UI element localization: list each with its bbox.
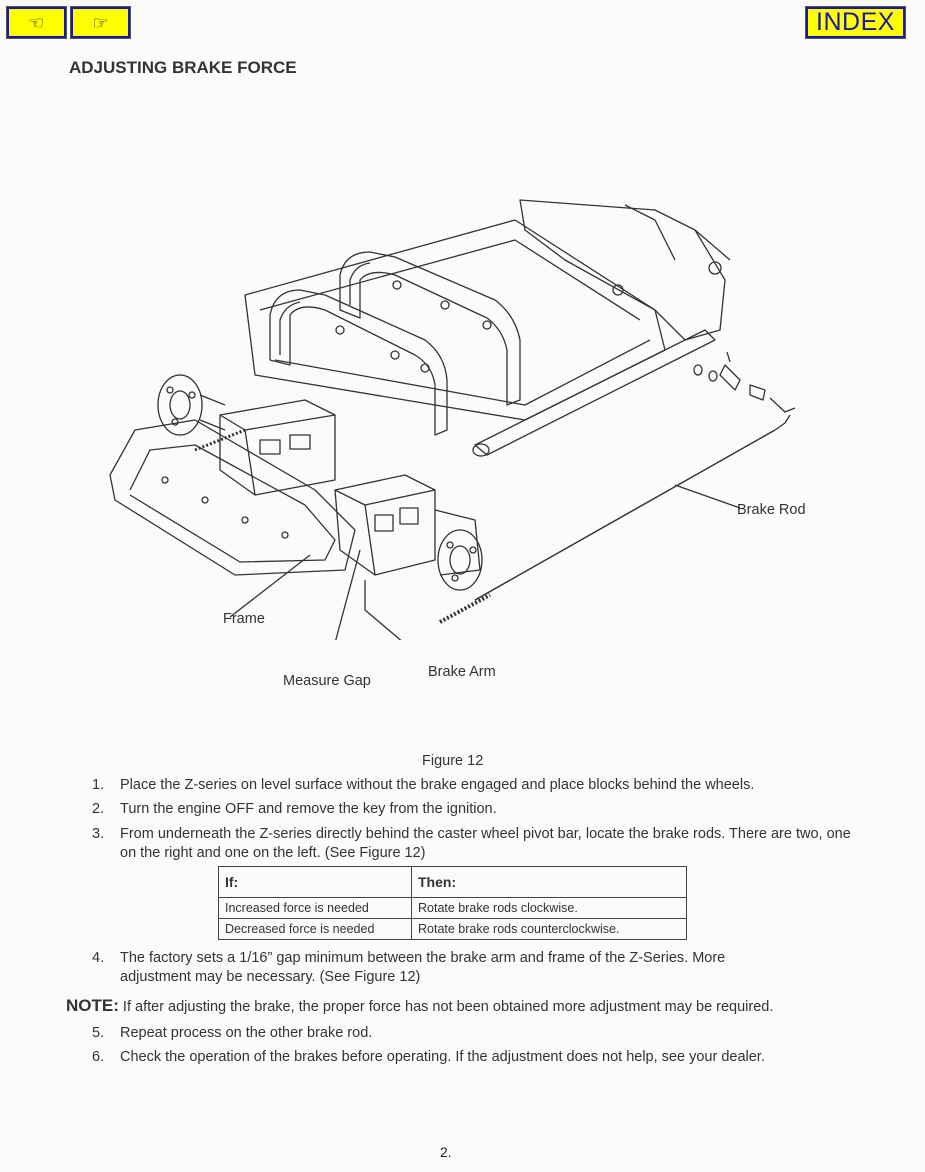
list-item: 1. Place the Z-series on level surface w…: [92, 776, 852, 795]
right-pointing-hand-icon: ☞: [92, 12, 109, 33]
step-number: 4.: [92, 950, 105, 966]
column-header: Then:: [411, 866, 687, 898]
brake-arm-callout: Brake Arm: [428, 664, 496, 680]
frame-callout: Frame: [223, 611, 265, 627]
list-item: 2. Turn the engine OFF and remove the ke…: [92, 800, 852, 819]
table-cell: Rotate brake rods clockwise.: [411, 897, 687, 919]
table-row: Decreased force is needed Rotate brake r…: [218, 918, 687, 940]
index-button[interactable]: INDEX: [805, 6, 906, 39]
note: NOTE: If after adjusting the brake, the …: [66, 996, 773, 1016]
step-text: Check the operation of the brakes before…: [120, 1049, 765, 1065]
column-header: If:: [218, 866, 412, 898]
brake-rod-callout: Brake Rod: [737, 502, 806, 518]
step-number: 3.: [92, 826, 105, 842]
brake-assembly-diagram: [109, 199, 796, 640]
table-cell: Rotate brake rods counterclockwise.: [411, 918, 687, 940]
previous-page-button[interactable]: ☞: [6, 6, 67, 39]
if-then-table: If: Then: Increased force is needed Rota…: [218, 866, 687, 940]
step-text: From underneath the Z-series directly be…: [120, 826, 851, 861]
list-item: 3. From underneath the Z-series directly…: [92, 825, 852, 863]
next-page-button[interactable]: ☞: [70, 6, 131, 39]
step-text: The factory sets a 1/16” gap minimum bet…: [120, 950, 726, 985]
note-label: NOTE:: [66, 996, 119, 1015]
step-number: 1.: [92, 777, 105, 793]
step-text: Turn the engine OFF and remove the key f…: [120, 801, 497, 817]
list-item: 4. The factory sets a 1/16” gap minimum …: [92, 949, 742, 987]
figure-caption: Figure 12: [422, 753, 484, 769]
table-cell: Decreased force is needed: [218, 918, 412, 940]
page-title: ADJUSTING BRAKE FORCE: [69, 58, 297, 77]
table-header-row: If: Then:: [218, 866, 687, 898]
left-pointing-hand-icon: ☞: [28, 12, 45, 33]
step-number: 5.: [92, 1025, 105, 1041]
list-item: 6. Check the operation of the brakes bef…: [92, 1048, 852, 1067]
step-number: 6.: [92, 1049, 105, 1065]
step-text: Place the Z-series on level surface with…: [120, 777, 755, 793]
list-item: 5. Repeat process on the other brake rod…: [92, 1024, 852, 1043]
step-number: 2.: [92, 801, 105, 817]
measure-gap-callout: Measure Gap: [283, 673, 371, 689]
table-row: Increased force is needed Rotate brake r…: [218, 897, 687, 919]
table-cell: Increased force is needed: [218, 897, 412, 919]
page-number: 2.: [440, 1144, 452, 1160]
note-text: If after adjusting the brake, the proper…: [118, 999, 774, 1015]
step-text: Repeat process on the other brake rod.: [120, 1025, 373, 1041]
